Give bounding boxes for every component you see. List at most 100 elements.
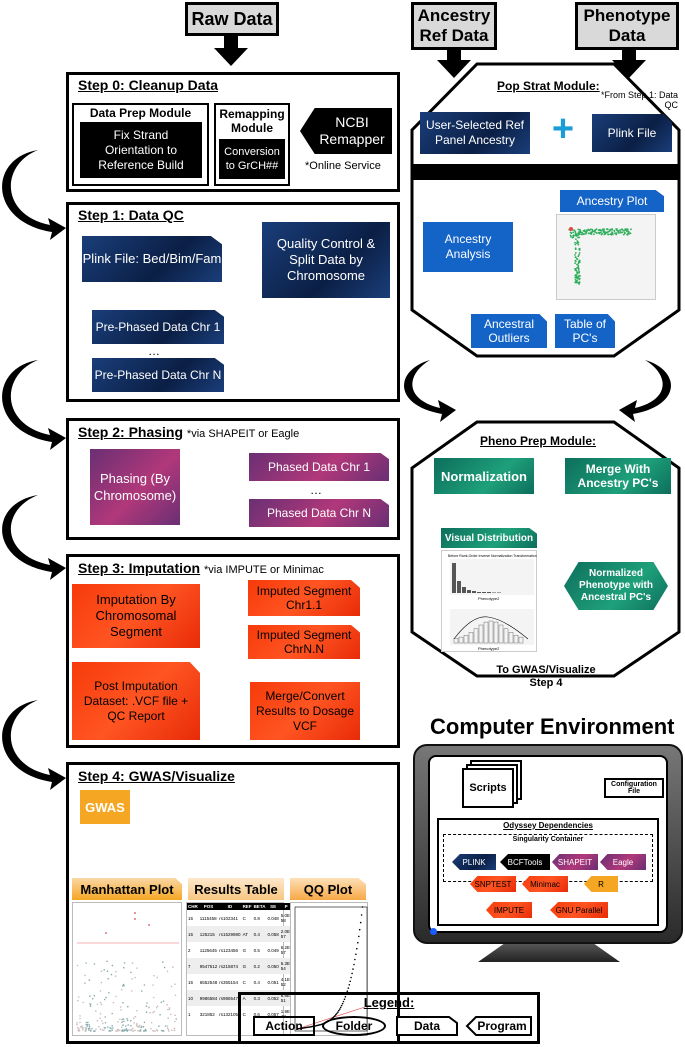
manhattan-point <box>152 1030 154 1032</box>
table-cell: 0.050 <box>267 963 279 969</box>
ancestry-point <box>574 276 577 278</box>
ancestry-point <box>574 252 577 254</box>
dist-curve <box>453 616 529 640</box>
manhattan-point <box>76 964 79 967</box>
ancestry-point <box>576 263 578 266</box>
manhattan-point <box>85 1021 88 1024</box>
manhattan-point <box>98 1025 100 1028</box>
odyssey-title: Odyssey Dependencies <box>503 821 593 830</box>
qq-plot-label: QQ Plot <box>290 878 366 900</box>
ancestry-point <box>574 262 576 264</box>
monitor-power-light <box>430 928 437 935</box>
ancestry-point <box>576 273 579 275</box>
step0-title: Step 0: Cleanup Data <box>78 77 219 93</box>
manhattan-point <box>133 1022 135 1024</box>
ancestry-point <box>623 230 625 232</box>
manhattan-point <box>130 971 132 974</box>
dist-bar <box>492 592 496 593</box>
dist-bar <box>477 592 481 593</box>
dist-bar-normal <box>468 632 474 644</box>
manhattan-point <box>111 1012 113 1015</box>
table-cell: AT <box>242 931 248 937</box>
manhattan-point <box>104 1022 107 1024</box>
manhattan-point <box>84 1030 87 1032</box>
manhattan-point <box>123 1020 125 1023</box>
ancestry-point <box>602 228 605 231</box>
legend-program: Program <box>465 1016 532 1036</box>
manhattan-point <box>159 1014 161 1016</box>
manhattan-point <box>99 1001 102 1004</box>
ancestry-point <box>630 228 632 231</box>
manhattan-point <box>86 1025 89 1027</box>
ancestry-point <box>576 258 579 260</box>
online-service-note: *Online Service <box>305 160 381 172</box>
manhattan-point <box>122 1002 124 1004</box>
manhattan-point <box>173 1027 176 1030</box>
qq-point <box>352 968 354 970</box>
ancestry-point <box>614 232 616 235</box>
computer-env-title: Computer Environment <box>430 714 675 739</box>
r-program: R <box>584 876 618 892</box>
manhattan-point <box>130 1019 132 1022</box>
manhattan-point <box>96 1003 99 1005</box>
table-cell: 4.1E-52 <box>280 977 292 987</box>
manhattan-point <box>160 1001 163 1004</box>
manhattan-point <box>172 966 174 968</box>
ancestry-point <box>585 231 588 233</box>
ancestry-point <box>576 271 579 274</box>
manhattan-point <box>137 1030 139 1032</box>
ancestry-point <box>576 279 578 282</box>
manhattan-point <box>163 966 166 969</box>
ancestry-point <box>577 241 580 244</box>
manhattan-point <box>88 1024 91 1026</box>
manhattan-point <box>131 962 134 964</box>
manhattan-point <box>140 1025 143 1028</box>
manhattan-point <box>143 984 146 986</box>
manhattan-point <box>121 988 123 991</box>
legend-action: Action <box>253 1016 315 1036</box>
manhattan-point <box>100 970 103 972</box>
configuration-file: Configuration File <box>604 778 664 798</box>
manhattan-point <box>162 961 164 963</box>
manhattan-point <box>166 1003 168 1006</box>
raw-data-arrow <box>214 36 248 66</box>
step4-title: Step 4: GWAS/Visualize <box>78 768 235 784</box>
legend-title: Legend: <box>363 995 415 1010</box>
manhattan-point <box>93 994 96 997</box>
manhattan-point <box>132 1030 135 1032</box>
legend-data-label: Data <box>413 1019 440 1033</box>
ancestry-point <box>593 233 595 236</box>
distribution-plot2-xlabel: Phenotype2 <box>478 646 500 651</box>
to-gwas-note: To GWAS/Visualize Step 4 <box>496 664 596 689</box>
manhattan-point <box>87 1027 90 1030</box>
manhattan-point <box>116 1028 119 1031</box>
manhattan-point <box>152 996 155 999</box>
ancestry-point <box>594 229 597 231</box>
manhattan-point <box>167 1009 169 1011</box>
step2-note: *via SHAPEIT or Eagle <box>186 428 300 440</box>
manhattan-point <box>139 1024 141 1027</box>
qq-point <box>342 1000 345 1003</box>
ancestry-point <box>615 233 618 236</box>
manhattan-point <box>152 984 154 986</box>
table-cell: 0.2 <box>253 963 260 969</box>
ancestry-point <box>575 274 578 277</box>
ancestry-point <box>606 228 609 231</box>
ancestry-point <box>573 229 576 232</box>
table-cell: 1115458 <box>199 915 217 921</box>
manhattan-point <box>143 1021 146 1024</box>
manhattan-point <box>129 1029 131 1031</box>
manhattan-point <box>87 1021 89 1024</box>
dist-bar-normal <box>493 621 499 644</box>
phased-chr1-data: Phased Data Chr 1 <box>249 453 389 481</box>
manhattan-point <box>91 1027 93 1030</box>
qq-point <box>360 914 363 916</box>
manhattan-point <box>138 1026 140 1028</box>
merge-ancestry-action: Merge With Ancestry PC's <box>565 458 671 494</box>
results-table-header-cell: SE <box>266 903 280 910</box>
manhattan-point <box>170 985 173 988</box>
manhattan-point <box>77 996 80 998</box>
table-cell: 6.3E-54 <box>280 961 292 971</box>
